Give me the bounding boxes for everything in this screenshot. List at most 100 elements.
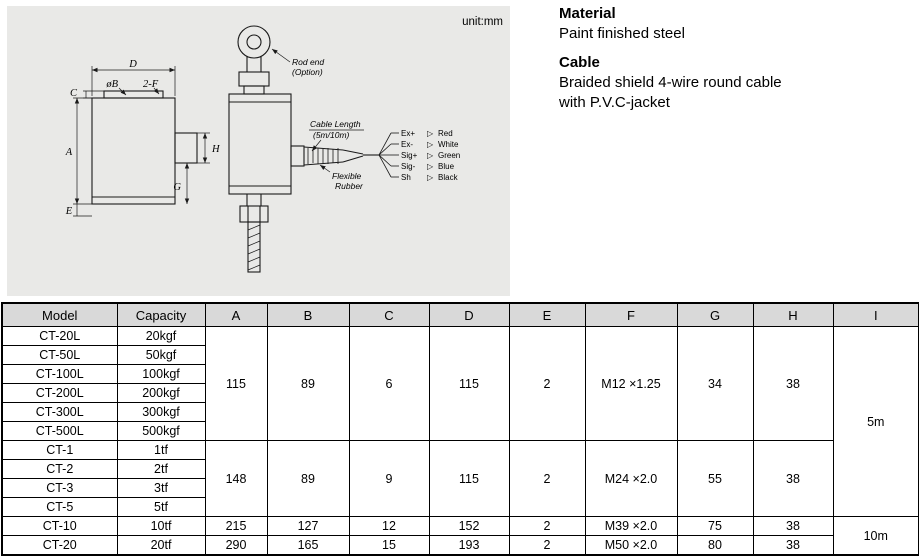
cable-length-label-line1: Cable Length — [310, 119, 361, 129]
cell-a: 290 — [204, 535, 268, 556]
cell-model: CT-500L — [1, 421, 118, 441]
column-header-d: D — [428, 302, 510, 327]
technical-drawing-panel: unit:mm D — [7, 6, 510, 296]
header-row: Model Capacity A B C D E F G H I — [1, 302, 919, 327]
cell-h: 38 — [752, 535, 834, 556]
dim-label-a: A — [65, 147, 73, 158]
wire-marker-icon: ▷ — [427, 173, 434, 182]
cell-i: 5m — [832, 326, 919, 517]
cell-f: M12 ×1.25 — [584, 326, 678, 441]
wire-color: Red — [438, 129, 453, 138]
cell-b: 127 — [266, 516, 350, 536]
table-row: CT-3 3tf — [1, 478, 919, 498]
cell-a: 215 — [204, 516, 268, 536]
wire-color: Blue — [438, 162, 455, 171]
cell-f: M50 ×2.0 — [584, 535, 678, 556]
wire-terminal: Sig- — [401, 162, 416, 171]
cell-model: CT-5 — [1, 497, 118, 517]
cell-capacity: 200kgf — [116, 383, 206, 403]
cell-model: CT-200L — [1, 383, 118, 403]
unit-label: unit:mm — [462, 16, 503, 28]
wire-marker-icon: ▷ — [427, 129, 434, 138]
column-header-a: A — [204, 302, 268, 327]
front-view-dimensions — [73, 66, 210, 217]
cell-model: CT-100L — [1, 364, 118, 384]
cell-model: CT-50L — [1, 345, 118, 365]
cell-i: 10m — [832, 516, 919, 556]
column-header-g: G — [676, 302, 754, 327]
table-row: CT-100L 100kgf — [1, 364, 919, 384]
cell-capacity: 50kgf — [116, 345, 206, 365]
cell-model: CT-20L — [1, 326, 118, 346]
cell-capacity: 1tf — [116, 440, 206, 460]
wire-marker-icon: ▷ — [427, 151, 434, 160]
material-title: Material — [559, 5, 616, 22]
dim-label-g: G — [173, 182, 181, 193]
table-row: CT-2 2tf — [1, 459, 919, 479]
wire-terminal: Ex- — [401, 140, 413, 149]
cell-capacity: 300kgf — [116, 402, 206, 422]
dim-label-h: H — [211, 144, 221, 155]
annotation-leaders — [271, 48, 364, 173]
cell-capacity: 5tf — [116, 497, 206, 517]
cell-model: CT-10 — [1, 516, 118, 536]
cell-b: 89 — [266, 440, 350, 517]
cell-e: 2 — [508, 516, 586, 536]
dim-label-d: D — [128, 59, 137, 70]
column-header-model: Model — [1, 302, 118, 327]
dim-label-c: C — [70, 88, 78, 99]
flexible-rubber-label-line2: Rubber — [335, 181, 364, 191]
cell-model: CT-1 — [1, 440, 118, 460]
wire-labels: Ex+ ▷ Red Ex- ▷ White Sig+ ▷ Green Sig- … — [401, 129, 460, 182]
material-text: Paint finished steel — [559, 25, 685, 42]
cable-text-line1: Braided shield 4-wire round cable — [559, 74, 782, 91]
cell-capacity: 500kgf — [116, 421, 206, 441]
cell-model: CT-2 — [1, 459, 118, 479]
cell-e: 2 — [508, 535, 586, 556]
table-row: CT-20L 20kgf 115 89 6 115 2 M12 ×1.25 34… — [1, 326, 919, 517]
cable-text-line2: with P.V.C-jacket — [559, 94, 670, 111]
column-header-capacity: Capacity — [116, 302, 206, 327]
dim-label-f: 2-F — [143, 79, 159, 90]
table-row: CT-1 1tf 148 89 9 115 2 M24 ×2.0 55 38 — [1, 440, 919, 517]
cell-g: 80 — [676, 535, 754, 556]
cell-c: 15 — [348, 535, 430, 556]
column-header-h: H — [752, 302, 834, 327]
wire-marker-icon: ▷ — [427, 140, 434, 149]
cell-capacity: 3tf — [116, 478, 206, 498]
wire-marker-icon: ▷ — [427, 162, 434, 171]
cell-e: 2 — [508, 440, 586, 517]
column-header-c: C — [348, 302, 430, 327]
cell-c: 12 — [348, 516, 430, 536]
side-view — [228, 25, 379, 273]
dim-label-b: øB — [105, 79, 118, 90]
load-cell-drawing: unit:mm D — [65, 16, 503, 273]
cell-b: 89 — [266, 326, 350, 441]
rod-end-label-line2: (Option) — [292, 67, 323, 77]
wire-color: Black — [438, 173, 459, 182]
cable-title: Cable — [559, 54, 600, 71]
dim-label-e: E — [65, 206, 73, 217]
cell-g: 75 — [676, 516, 754, 536]
cell-capacity: 10tf — [116, 516, 206, 536]
table-row: CT-10 10tf 215 127 12 152 2 M39 ×2.0 75 … — [1, 516, 919, 556]
spec-table: Model Capacity A B C D E F G H I CT-20L … — [1, 302, 919, 556]
column-header-e: E — [508, 302, 586, 327]
wire-color: White — [438, 140, 459, 149]
column-header-f: F — [584, 302, 678, 327]
cell-h: 38 — [752, 440, 834, 517]
cell-capacity: 20kgf — [116, 326, 206, 346]
cell-d: 115 — [428, 326, 510, 441]
cell-f: M24 ×2.0 — [584, 440, 678, 517]
front-view — [91, 90, 198, 205]
wiring-diagram — [378, 132, 399, 178]
cell-model: CT-300L — [1, 402, 118, 422]
cable-length-label-line2: (5m/10m) — [313, 130, 350, 140]
cell-c: 9 — [348, 440, 430, 517]
wire-terminal: Sh — [401, 173, 411, 182]
material-cable-info: Material Paint finished steel Cable Brai… — [559, 4, 909, 113]
table-row: CT-20 20tf 290 165 15 193 2 M50 ×2.0 80 … — [1, 535, 919, 556]
cell-capacity: 20tf — [116, 535, 206, 556]
cell-e: 2 — [508, 326, 586, 441]
rod-end-label-line1: Rod end — [292, 57, 324, 67]
